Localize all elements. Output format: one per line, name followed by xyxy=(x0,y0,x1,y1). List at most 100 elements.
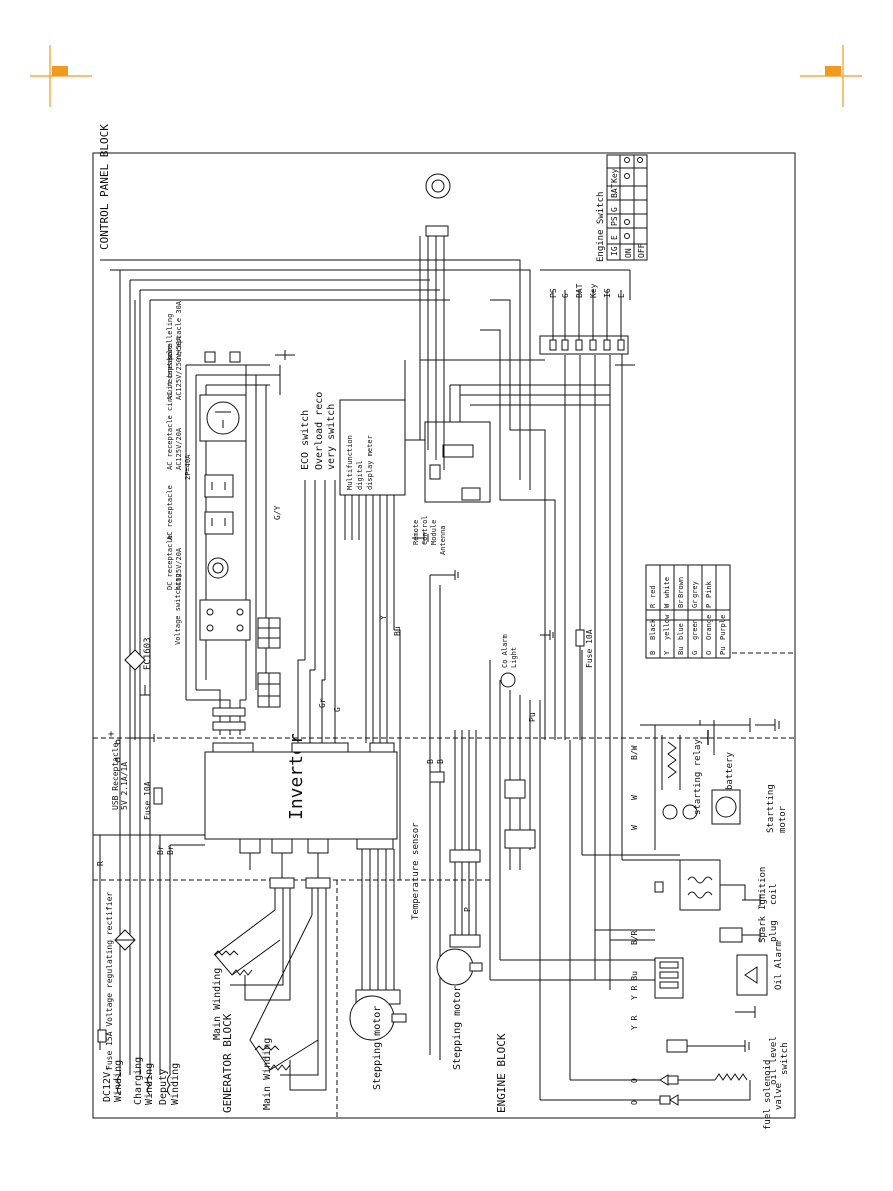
generator-block-title: GENERATOR BLOCK xyxy=(221,1013,234,1113)
terminal-e: E xyxy=(617,293,626,298)
receptacle-30a xyxy=(199,394,247,442)
ac-breaker2-label: AC125V/20A xyxy=(175,427,183,470)
table-row-on: ON xyxy=(624,248,633,258)
wire-label-br: B/R xyxy=(630,930,639,945)
inverter-connector-3 xyxy=(369,742,395,753)
wire-label-br-a: Br xyxy=(156,845,165,855)
svg-text:Black: Black xyxy=(649,618,657,640)
ec1603-label: EC1603 xyxy=(143,637,153,670)
remote-label-1: Remote xyxy=(412,520,420,545)
terminal-ig: IG xyxy=(603,288,612,298)
gy-label: G/Y xyxy=(273,505,282,520)
starting-relay xyxy=(661,735,698,820)
fuse-10a-engine-label: Fuse 10A xyxy=(585,629,594,668)
main-winding-label-1: Main Winding xyxy=(212,968,223,1040)
wire-label-yrbu: Y R Bu xyxy=(630,971,639,1000)
svg-text:P: P xyxy=(705,604,713,608)
parallel-terminal-1 xyxy=(204,351,216,363)
stepping-motor-connector-eng xyxy=(449,849,481,863)
svg-text:O: O xyxy=(705,651,713,655)
wire-label-b-b: B xyxy=(436,759,445,764)
oil-alarm-diode xyxy=(744,966,758,984)
overload-label: Overload reco xyxy=(314,392,325,470)
co-alarm-label-2: Light xyxy=(510,647,518,668)
wire-label-bu-a: Bu xyxy=(393,626,402,636)
engine-switch-pins xyxy=(549,290,625,351)
fuse-10a-label: Fuse 10A xyxy=(143,781,152,820)
svg-text:white: white xyxy=(663,577,671,598)
wire-label-y-a: Y xyxy=(379,615,388,620)
inverter-connector-1 xyxy=(212,742,254,753)
co-alarm-label: Co Alarm xyxy=(501,634,509,668)
temperature-sensor-icon xyxy=(429,771,445,783)
control-panel-block-title: CONTROL PANEL BLOCK xyxy=(98,124,111,250)
parallel-label: paralleling xyxy=(166,314,174,360)
svg-text:Purple: Purple xyxy=(719,615,727,640)
display-label-3: display meter xyxy=(366,435,374,490)
voltage-switch-box xyxy=(199,599,251,641)
ac-receptacle-1b-label: AC125V/20A xyxy=(175,547,183,590)
starting-motor-label-2: motor xyxy=(778,805,788,833)
fuse-10a-engine-icon xyxy=(575,629,585,647)
wire-label-w2: W xyxy=(630,825,639,830)
svg-text:Gr: Gr xyxy=(691,600,699,608)
fuel-solenoid-icon xyxy=(659,1073,751,1106)
wire-label-pu-a: Pu xyxy=(528,712,537,722)
winding-coil-deputy xyxy=(167,1074,171,1096)
svg-text:G: G xyxy=(691,651,699,655)
diagram-frame xyxy=(92,152,796,1119)
svg-text:B: B xyxy=(649,651,657,655)
temperature-sensor-label: Temperature sensor xyxy=(411,822,421,920)
usb-label: USB Receptacle xyxy=(111,742,120,810)
inverter-label: Inverter xyxy=(286,733,307,820)
svg-text:yellow: yellow xyxy=(663,614,671,640)
svg-text:Br: Br xyxy=(677,600,685,608)
battery-icon xyxy=(700,720,715,755)
wire-label-p-a: P xyxy=(463,907,472,912)
wire-label-r-a: R xyxy=(96,861,105,866)
ignition-connector xyxy=(654,881,664,893)
voltage-switch-table xyxy=(257,617,281,708)
rectifier-bottom xyxy=(114,929,136,951)
ac-receptacle-1-label: AC receptacle xyxy=(166,485,174,540)
remote-label-3: Module xyxy=(430,520,438,545)
ignition-coil-box xyxy=(679,859,721,911)
parallel2-label: receptacle 30A xyxy=(175,300,183,360)
svg-text:Orange: Orange xyxy=(705,615,713,640)
table-head-bat: BAT xyxy=(610,183,619,198)
key-connector xyxy=(425,225,449,237)
fuse-15a-label: Fuse 15A Voltage regulating rectifier xyxy=(105,892,114,1070)
fuse-10a-icon xyxy=(153,787,163,805)
inverter-connector-2 xyxy=(291,742,349,753)
table-head-e: E xyxy=(610,235,619,240)
svg-text:W: W xyxy=(663,603,671,608)
fuel-solenoid-label-2: valve xyxy=(774,1083,784,1110)
svg-text:R: R xyxy=(649,603,657,608)
ac-30a-label: AC receptacle xyxy=(166,345,174,400)
crop-marks xyxy=(30,45,862,107)
spark-plug-label-2: plug xyxy=(769,920,779,942)
table-head-key: Key xyxy=(610,168,619,183)
main-winding-label-2: Main Winding xyxy=(262,1038,273,1110)
generator-wires xyxy=(214,849,395,1091)
ac-breaker-label: AC receptacle circuit breaker xyxy=(166,348,174,470)
wire-label-o-a: O xyxy=(630,1078,639,1083)
terminal-key: Key xyxy=(589,283,598,298)
wire-label-b-a: B xyxy=(426,759,435,764)
svg-text:red: red xyxy=(649,585,657,598)
table-row-off: OFF xyxy=(637,243,646,258)
remote-label-4: Antenna xyxy=(439,525,447,555)
table-head-g: G xyxy=(610,207,619,212)
inverter-connector-7 xyxy=(356,838,394,850)
svg-text:blue: blue xyxy=(677,623,685,640)
terminal-bat: BAT xyxy=(575,283,584,298)
terminal-g: G xyxy=(561,293,570,298)
dc12v-label-2: Winding xyxy=(113,1060,124,1102)
starting-relay-label: starting relay xyxy=(693,739,703,815)
charging-label-2: Winding xyxy=(144,1063,155,1105)
oil-level-switch-label: oil level xyxy=(769,1036,779,1085)
table-head-ps: PS xyxy=(610,216,619,226)
svg-text:Bu: Bu xyxy=(677,647,685,655)
svg-text:Y: Y xyxy=(663,650,671,655)
dc12v-label-1: DC12V- xyxy=(102,1066,113,1102)
